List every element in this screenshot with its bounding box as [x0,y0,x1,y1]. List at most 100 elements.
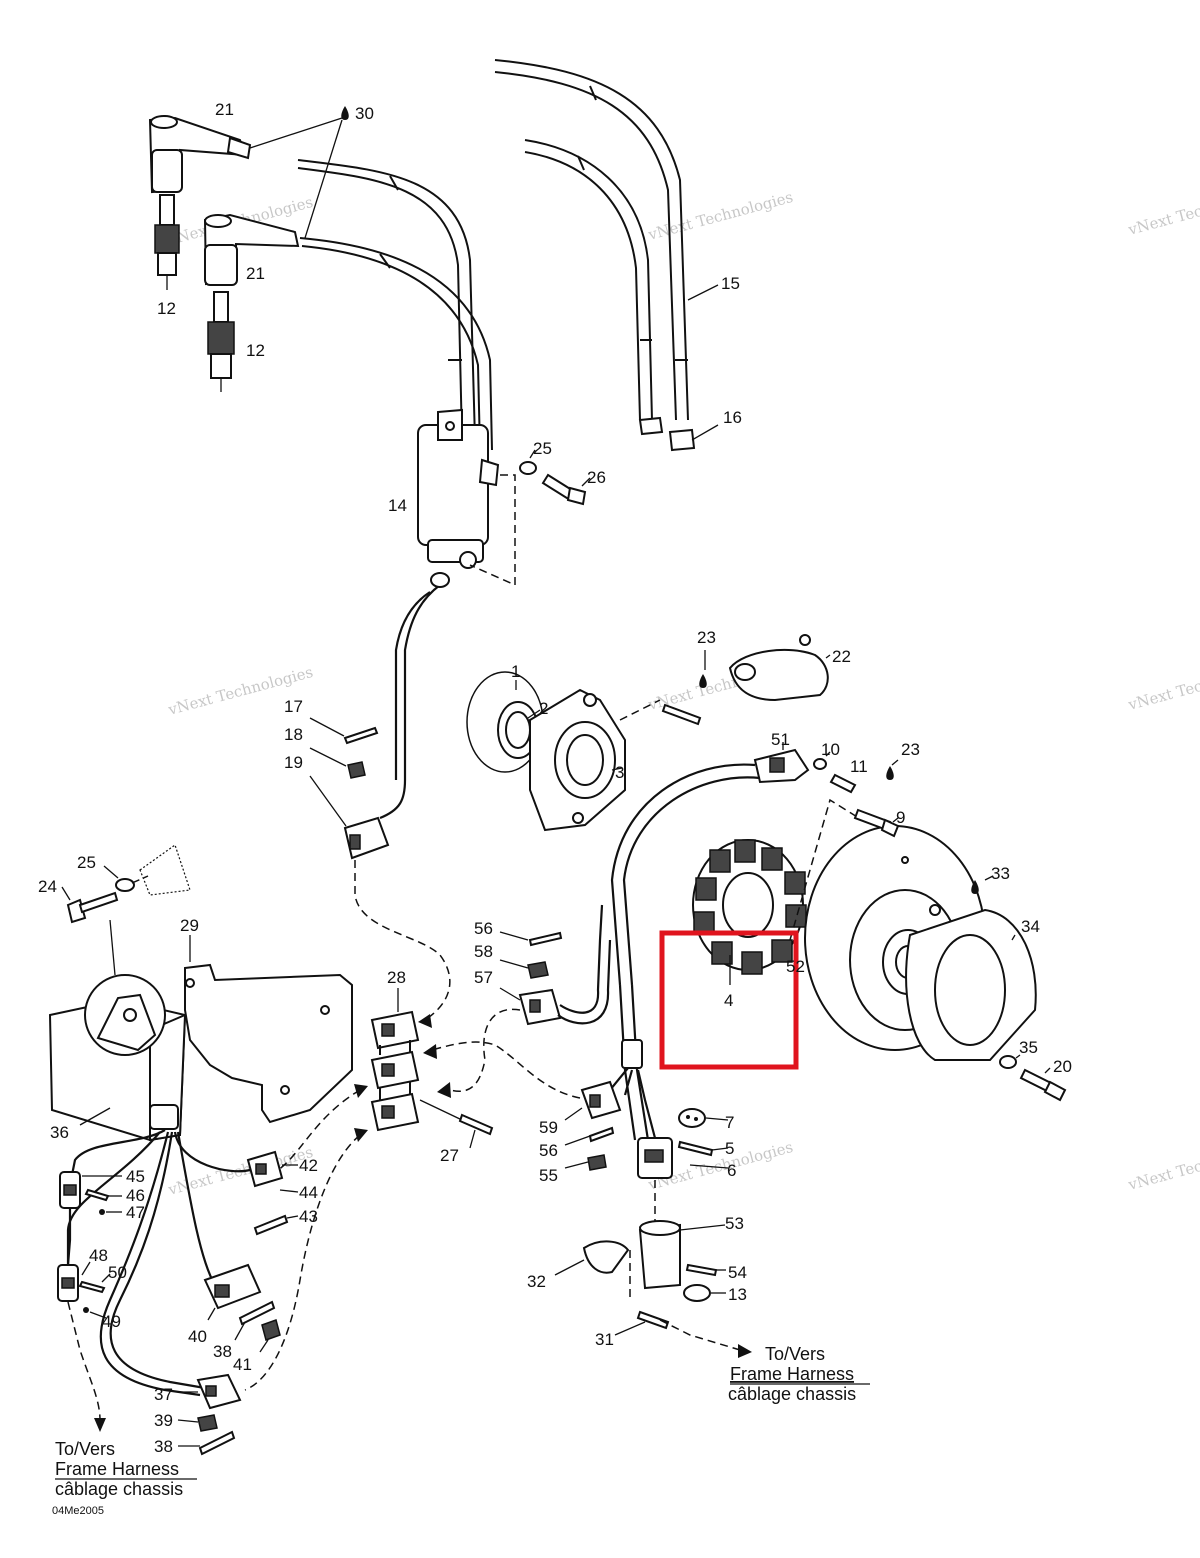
note-frame-harness-left: To/Vers Frame Harness câblage chassis [55,1439,197,1499]
bolt [541,473,587,506]
callout-label-3: 3 [615,763,624,782]
washer [813,758,827,770]
callout-label-51: 51 [771,730,790,749]
callout-label-41: 41 [233,1355,252,1374]
washer [115,878,135,892]
callout-label-18: 18 [284,725,303,744]
callout-label-25b: 25 [77,853,96,872]
lock-18 [347,761,366,779]
lock-58 [527,961,549,979]
callout-label-10: 10 [821,740,840,759]
callout-label-54: 54 [728,1263,747,1282]
connector-45 [59,1171,81,1209]
callout-label-47: 47 [126,1203,145,1222]
callout-label-43: 43 [299,1207,318,1226]
connector-40 [203,1263,262,1310]
lock-39 [197,1414,218,1432]
callout-label-21a: 21 [215,100,234,119]
callout-label-56a: 56 [474,919,493,938]
callout-label-5: 5 [725,1139,734,1158]
cover-22 [728,634,829,702]
detail-circle [84,974,166,1056]
callout-label-15: 15 [721,274,740,293]
callout-label-28: 28 [387,968,406,987]
watermark-text: vNext Technologies [1125,1138,1200,1194]
callout-label-9: 9 [896,808,905,827]
clamp [638,416,719,452]
connector-37 [196,1373,242,1410]
callout-label-19: 19 [284,753,303,772]
spark-plug-lower [207,291,235,392]
terminal-50 [78,1280,106,1294]
callout-label-38b: 38 [154,1437,173,1456]
terminal-46 [84,1188,110,1202]
ring-gear [905,904,1037,1061]
trigger-coil [753,748,810,784]
magneto-housing [529,688,626,832]
oil-drop-icon [341,106,349,120]
callout-label-35: 35 [1019,1038,1038,1057]
oil-drop-icon [886,766,894,780]
callout-label-37: 37 [154,1385,173,1404]
callout-label-17: 17 [284,697,303,716]
oil-drop-icon [699,674,707,688]
callout-label-33: 33 [991,864,1010,883]
clamp-32 [582,1240,630,1274]
note-line: câblage chassis [728,1384,856,1404]
terminal-5 [677,1140,714,1157]
connector-59 [580,1080,622,1120]
callout-label-42: 42 [299,1156,318,1175]
screw [829,773,857,794]
callout-label-40: 40 [188,1327,207,1346]
plug-7 [678,1108,706,1128]
bolt-9 [853,808,900,838]
terminal-38a [238,1300,276,1326]
callout-label-26: 26 [587,468,606,487]
callout-label-6: 6 [727,1161,736,1180]
callout-label-24: 24 [38,877,57,896]
callout-label-14: 14 [388,496,407,515]
bolt-20 [1019,1068,1067,1102]
watermark: vNext Technologies [1125,1138,1200,1194]
terminal-38b [198,1430,236,1456]
callout-label-49: 49 [102,1312,121,1331]
callout-label-53: 53 [725,1214,744,1233]
stator [692,839,807,975]
callout-label-52: 52 [786,957,805,976]
screw [661,703,702,726]
callout-label-57: 57 [474,968,493,987]
callout-label-39: 39 [154,1411,173,1430]
callout-label-59: 59 [539,1118,558,1137]
callout-label-16: 16 [723,408,742,427]
oil-drop-icon [971,880,979,894]
callout-label-44: 44 [299,1183,318,1202]
callout-label-1: 1 [511,662,520,681]
callout-label-48: 48 [89,1246,108,1265]
watermark: vNext Technologies [1125,183,1200,239]
callout-label-7: 7 [725,1113,734,1132]
figure-code: 04Me2005 [52,1505,104,1517]
spark-plug-cap-upper [148,115,252,194]
callout-label-25a: 25 [533,439,552,458]
terminal-56 [528,931,563,947]
connector-6 [637,1137,673,1179]
callout-label-50: 50 [108,1263,127,1282]
callout-label-55: 55 [539,1166,558,1185]
callout-label-12b: 12 [246,341,265,360]
terminal-56b [588,1126,615,1143]
callout-label-29: 29 [180,916,199,935]
callout-label-45: 45 [126,1167,145,1186]
terminal-43 [253,1214,289,1236]
callout-label-56b: 56 [539,1141,558,1160]
connector-19 [343,816,390,860]
callout-label-34: 34 [1021,917,1040,936]
callout-label-31: 31 [595,1330,614,1349]
connector-57 [518,988,562,1026]
callout-label-21b: 21 [246,264,265,283]
callout-label-13: 13 [728,1285,747,1304]
callout-label-11: 11 [850,757,868,776]
connector-53 [638,1220,681,1290]
callout-label-46: 46 [126,1186,145,1205]
note-line: Frame Harness [55,1459,179,1479]
